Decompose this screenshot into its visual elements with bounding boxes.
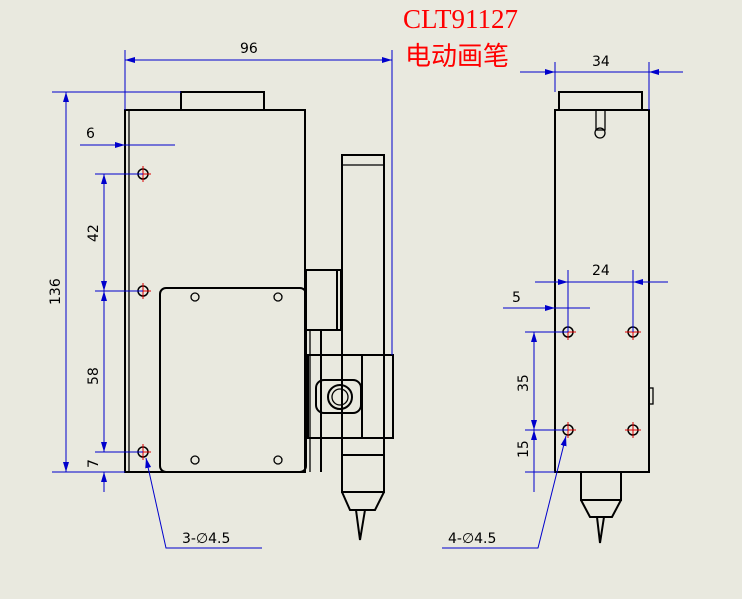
mount-holes xyxy=(559,323,642,439)
side-dimensions: 34 24 5 35 15 4-∅4.5 xyxy=(442,54,683,549)
part-number: CLT91127 xyxy=(403,4,518,34)
dim-hole-pitch-bottom: 58 xyxy=(86,367,102,385)
dim-width: 96 xyxy=(240,41,258,57)
mount-holes xyxy=(134,165,152,461)
dim-side-offset-bottom: 15 xyxy=(516,440,532,458)
dim-hole-pitch-x: 24 xyxy=(592,263,610,279)
dim-side-width: 34 xyxy=(592,54,610,70)
front-dimensions: 96 136 6 42 58 7 3-∅4.5 xyxy=(48,41,393,549)
side-view xyxy=(554,91,654,544)
part-name: 电动画笔 xyxy=(405,42,509,72)
dim-hole-offset-bottom: 7 xyxy=(86,459,102,468)
side-hole-callout: 4-∅4.5 xyxy=(448,531,496,547)
dim-height: 136 xyxy=(48,278,64,305)
dim-side-hole-offset: 5 xyxy=(512,290,521,306)
dim-hole-pitch-top: 42 xyxy=(86,224,102,242)
dim-hole-pitch-y: 35 xyxy=(516,374,532,392)
hole-callout: 3-∅4.5 xyxy=(182,531,230,547)
front-view xyxy=(124,91,394,541)
dim-hole-offset-x: 6 xyxy=(86,126,95,142)
